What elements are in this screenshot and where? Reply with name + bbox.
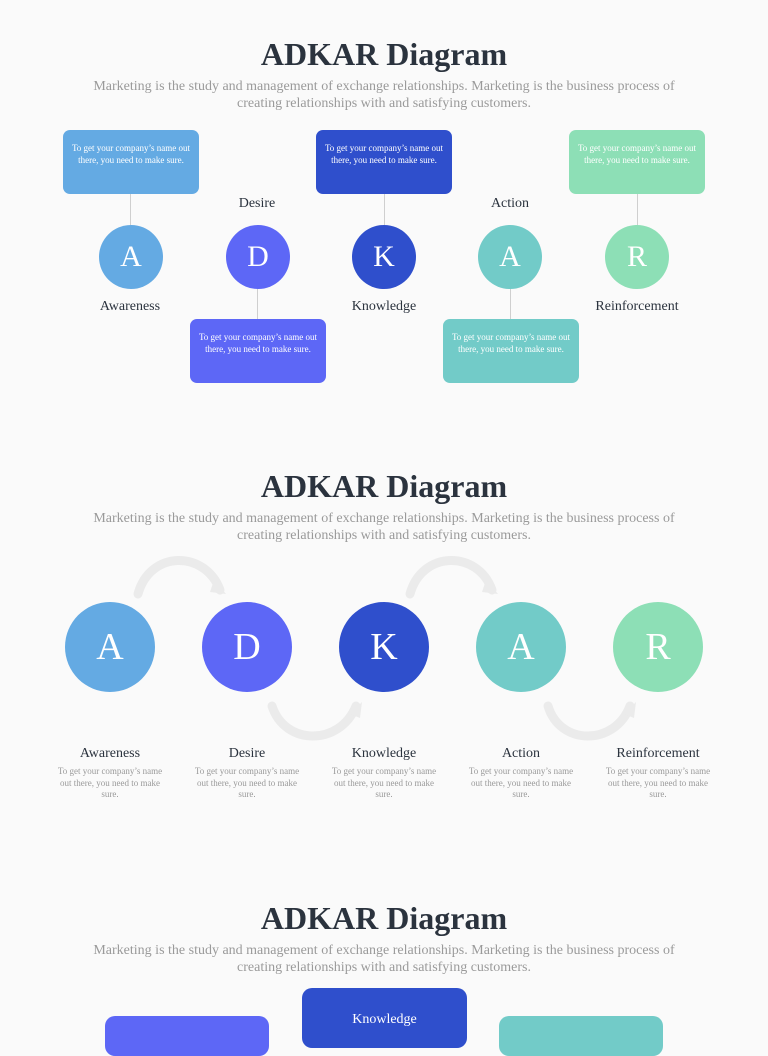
curved-arrows: [133, 556, 636, 741]
s2-desc-knowledge: To get your company’s name out there, yo…: [331, 766, 437, 799]
s2-label-desire: Desire: [228, 746, 266, 761]
tip-action: To get your company’s name out there, yo…: [443, 319, 579, 383]
tip-knowledge: To get your company’s name out there, yo…: [316, 130, 452, 194]
big-circle-knowledge: K: [339, 602, 429, 692]
label-awareness: Awareness: [99, 299, 161, 314]
s3-box-action: [499, 1016, 663, 1056]
s2-desc-awareness: To get your company’s name out there, yo…: [57, 766, 163, 799]
circle-reinforcement: R: [605, 225, 669, 289]
section3-title: ADKAR Diagram: [260, 900, 508, 936]
label-knowledge: Knowledge: [351, 299, 417, 314]
tip-awareness: To get your company’s name out there, yo…: [63, 130, 199, 194]
circle-action: A: [478, 225, 542, 289]
big-circle-desire: D: [202, 602, 292, 692]
arrow-k-to-a: [405, 556, 497, 599]
section1-subtitle: Marketing is the study and management of…: [93, 79, 675, 111]
circle-desire: D: [226, 225, 290, 289]
big-circle-reinforcement: R: [613, 602, 703, 692]
circle-knowledge: K: [352, 225, 416, 289]
connector-d: [257, 288, 258, 320]
arrow-d-to-k: [267, 701, 361, 741]
s2-label-awareness: Awareness: [79, 746, 141, 761]
arrow-a-to-r: [543, 701, 635, 741]
label-reinforcement: Reinforcement: [595, 299, 679, 314]
big-circle-action: A: [476, 602, 566, 692]
s2-label-knowledge: Knowledge: [351, 746, 417, 761]
connector-k: [384, 193, 385, 225]
s3-box-desire: [105, 1016, 269, 1056]
connector-r: [637, 193, 638, 225]
section2-subtitle: Marketing is the study and management of…: [93, 511, 675, 543]
s2-desc-action: To get your company’s name out there, yo…: [468, 766, 574, 799]
connector-a1: [130, 193, 131, 225]
s2-desc-reinforcement: To get your company’s name out there, yo…: [605, 766, 711, 799]
label-desire-top: Desire: [238, 196, 276, 211]
tip-desire: To get your company’s name out there, yo…: [190, 319, 326, 383]
s2-label-reinforcement: Reinforcement: [616, 746, 700, 761]
s2-label-action: Action: [501, 746, 541, 761]
label-action-top: Action: [490, 196, 530, 211]
section1-title: ADKAR Diagram: [260, 36, 508, 72]
section2-title: ADKAR Diagram: [260, 468, 508, 504]
big-circle-awareness: A: [65, 602, 155, 692]
arrow-a-to-d: [133, 556, 225, 599]
s3-box-knowledge: Knowledge: [302, 988, 467, 1048]
section3-subtitle: Marketing is the study and management of…: [93, 943, 675, 975]
tip-reinforcement: To get your company’s name out there, yo…: [569, 130, 705, 194]
circle-awareness: A: [99, 225, 163, 289]
s3-box-knowledge-label: Knowledge: [352, 1012, 417, 1027]
connector-a2: [510, 288, 511, 320]
s2-desc-desire: To get your company’s name out there, yo…: [194, 766, 300, 799]
